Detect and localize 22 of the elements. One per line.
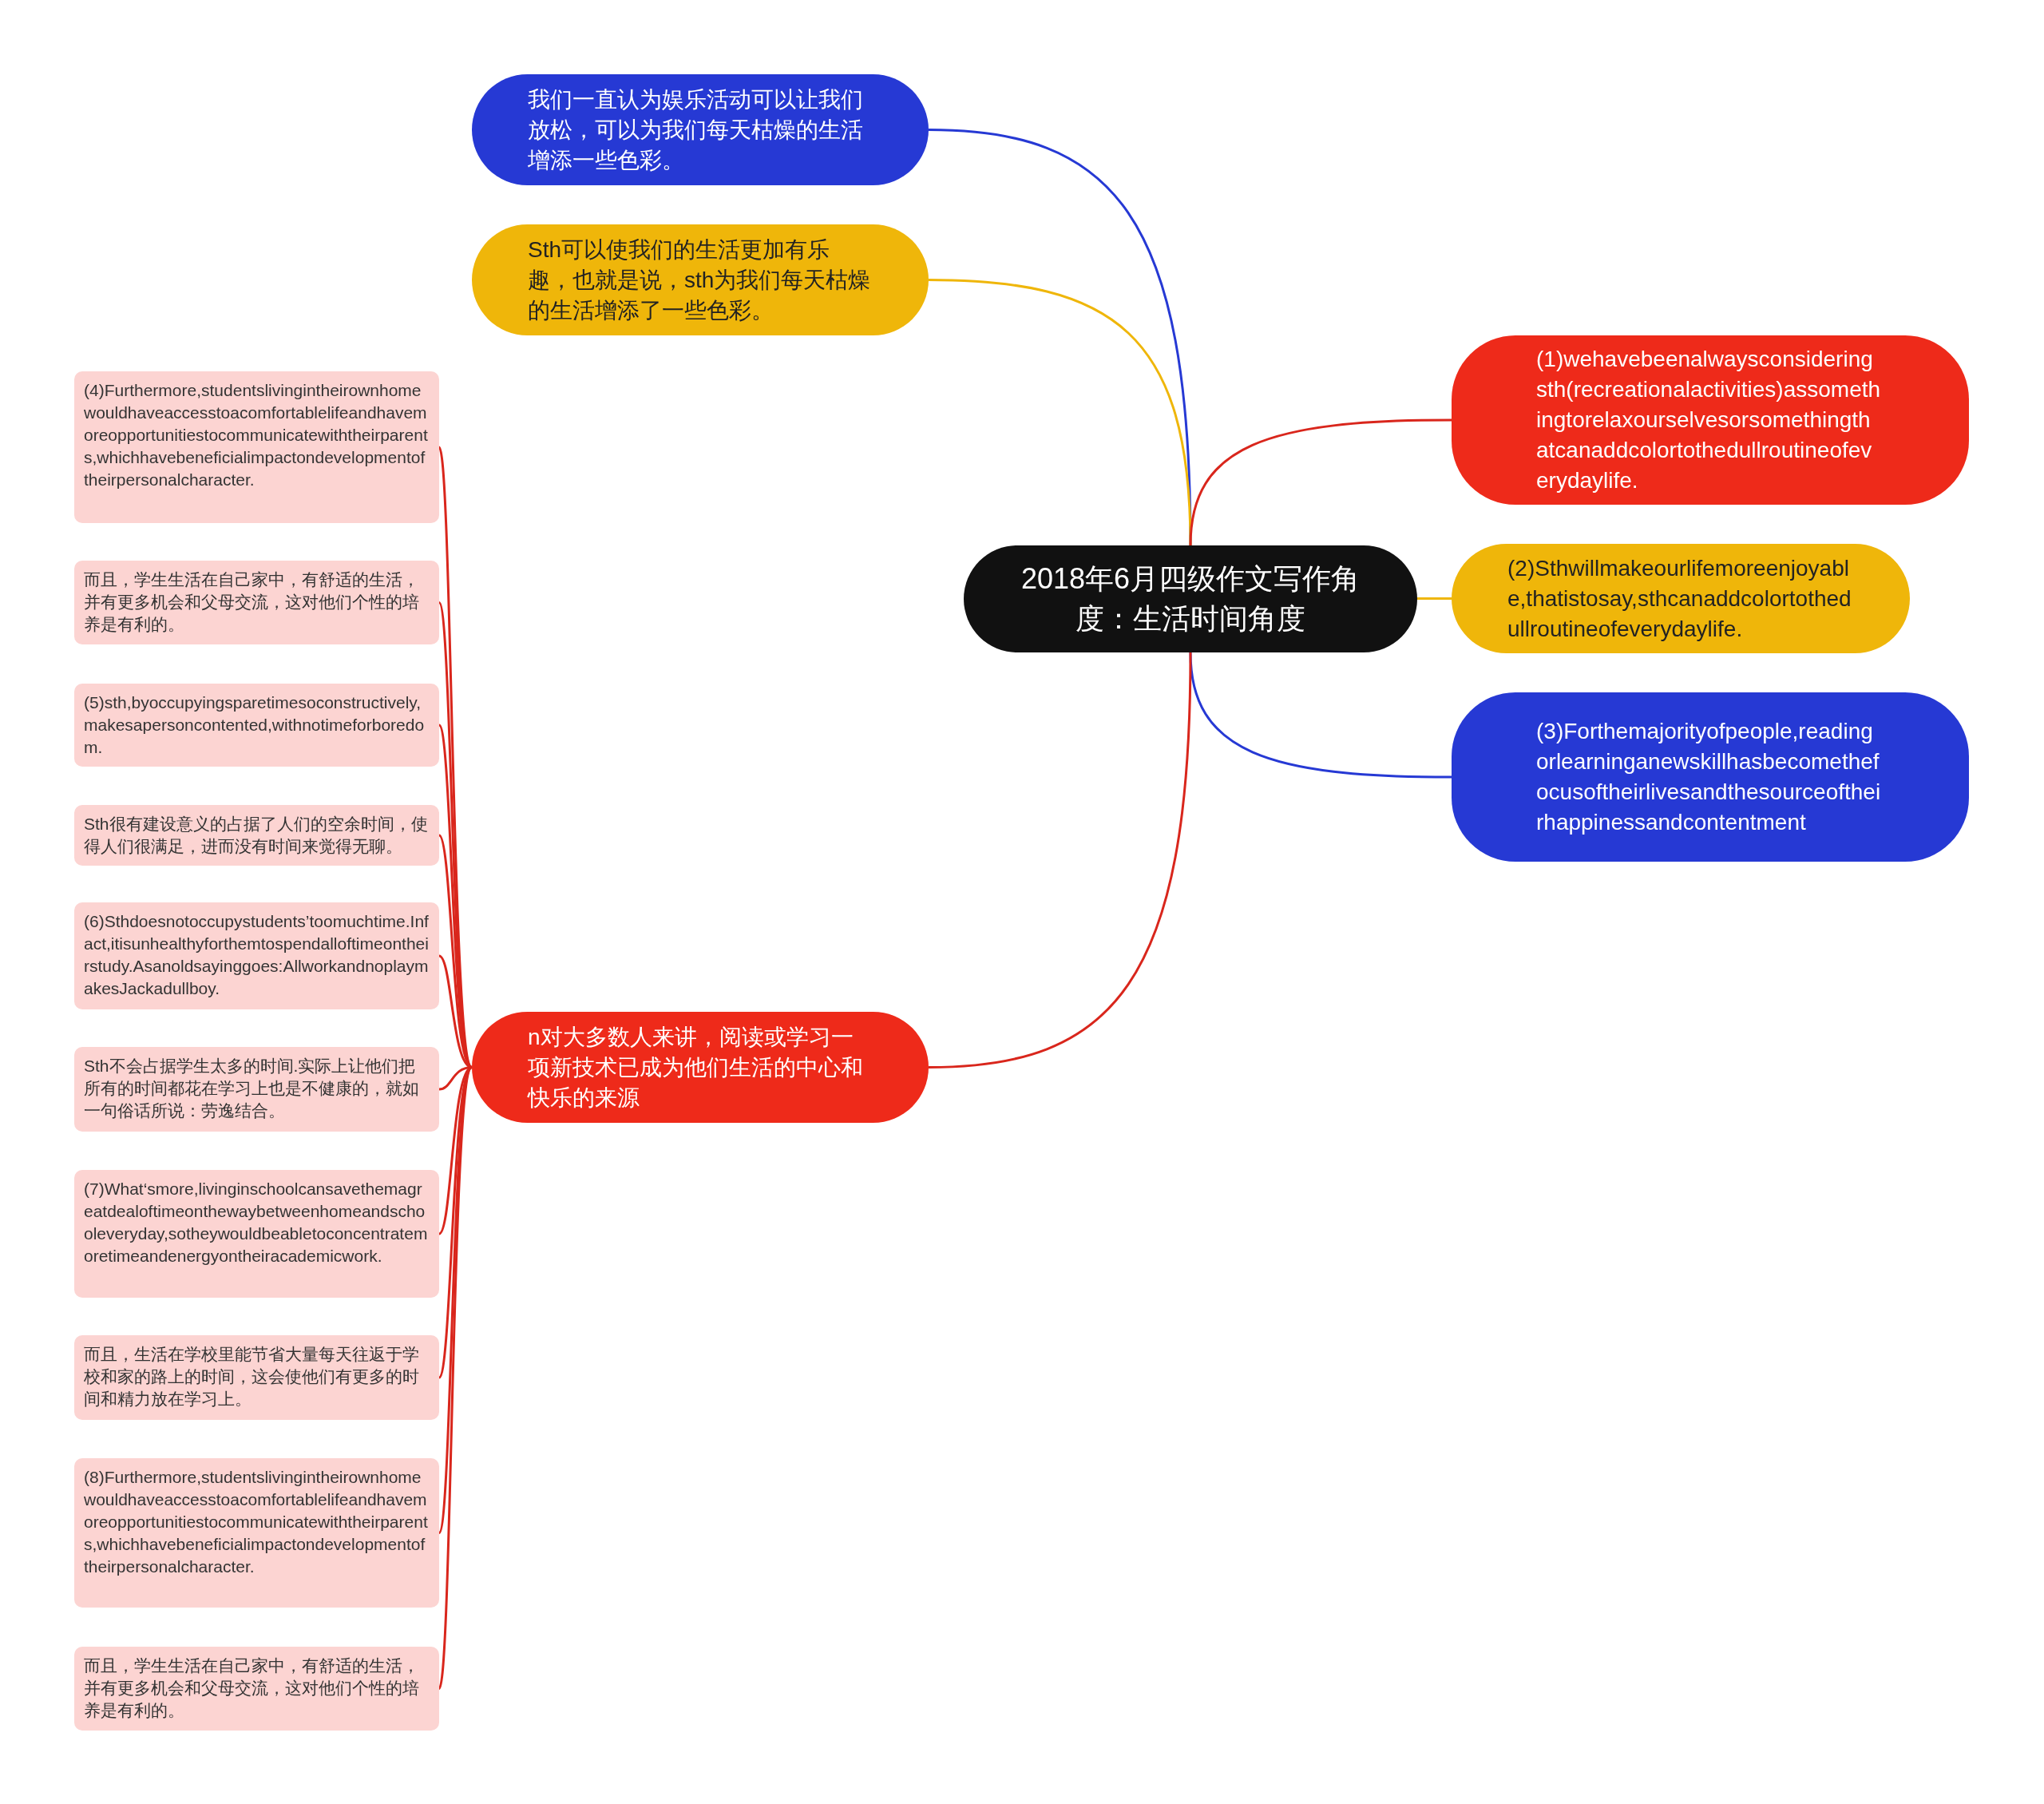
note-card: (6)Sthdoesnotoccupystudents’toomuchtime.Infact,itisunhealthyforthemtospendalloftimeontheirstudy.Asanoldsayinggoes:AllworkandnoplaymakesJackadullboy. [74, 902, 439, 1009]
central-topic: 2018年6月四级作文写作角度：生活时间角度 [964, 545, 1417, 652]
note-card: Sth不会占据学生太多的时间.实际上让他们把所有的时间都花在学习上也是不健康的，就如一句俗话所说：劳逸结合。 [74, 1047, 439, 1132]
branch-line [928, 279, 1192, 546]
note-card: 而且，学生生活在自己家中，有舒适的生活，并有更多机会和父母交流，这对他们个性的培养是有利的。 [74, 561, 439, 644]
branch-line [1417, 597, 1452, 600]
note-card: (4)Furthermore,studentslivingintheirownhomewouldhaveaccesstoacomfortablelifeandhavemoreopportunitiestocommunicatewiththeirparents,whichhavebeneficialimpactondevelopmentoftheirpersonalcharacter. [74, 371, 439, 523]
topic-pill: 我们一直认为娱乐活动可以让我们放松，可以为我们每天枯燥的生活增添一些色彩。 [472, 74, 929, 185]
branch-line [928, 652, 1192, 1069]
note-card: 而且，学生生活在自己家中，有舒适的生活，并有更多机会和父母交流，这对他们个性的培养是有利的。 [74, 1647, 439, 1731]
branch-line [1189, 418, 1452, 546]
note-card: (5)sth,byoccupyingsparetimesoconstructively,makesapersoncontented,withnotimeforboredom. [74, 684, 439, 767]
topic-pill: (3)Forthemajorityofpeople,readingorlearninganewskillhasbecomethefocusoftheirlivesandthesourceoftheirhappinessandcontentment [1452, 692, 1969, 862]
topic-pill: Sth可以使我们的生活更加有乐趣，也就是说，sth为我们每天枯燥的生活增添了一些色彩。 [472, 224, 929, 335]
note-card: 而且，生活在学校里能节省大量每天往返于学校和家的路上的时间，这会使他们有更多的时间和精力放在学习上。 [74, 1335, 439, 1420]
note-card: (7)What‘smore,livinginschoolcansavethemagreatdealoftimeonthewaybetweenhomeandschooleveryday,sotheywouldbeabletoconcentratemoretimeandenergyontheiracademicwork. [74, 1170, 439, 1298]
note-card: Sth很有建设意义的占据了人们的空余时间，使得人们很满足，进而没有时间来觉得无聊。 [74, 805, 439, 866]
note-card: (8)Furthermore,studentslivingintheirownhomewouldhaveaccesstoacomfortablelifeandhavemoreopportunitiestocommunicatewiththeirparents,whichhavebeneficialimpactondevelopmentoftheirpersonalcharacter. [74, 1458, 439, 1608]
topic-pill: n对大多数人来讲，阅读或学习一项新技术已成为他们生活的中心和快乐的来源 [472, 1012, 929, 1123]
branch-line [1189, 652, 1452, 779]
topic-pill: (2)Sthwillmakeourlifemoreenjoyable,thatistosay,sthcanaddcolortothedullroutineofeverydaylife. [1452, 544, 1910, 653]
topic-pill: (1)wehavebeenalwaysconsideringsth(recreationalactivities)assomethingtorelaxourselvesorsomethingthatcanaddcolortothedullroutineofeverydaylife. [1452, 335, 1969, 505]
